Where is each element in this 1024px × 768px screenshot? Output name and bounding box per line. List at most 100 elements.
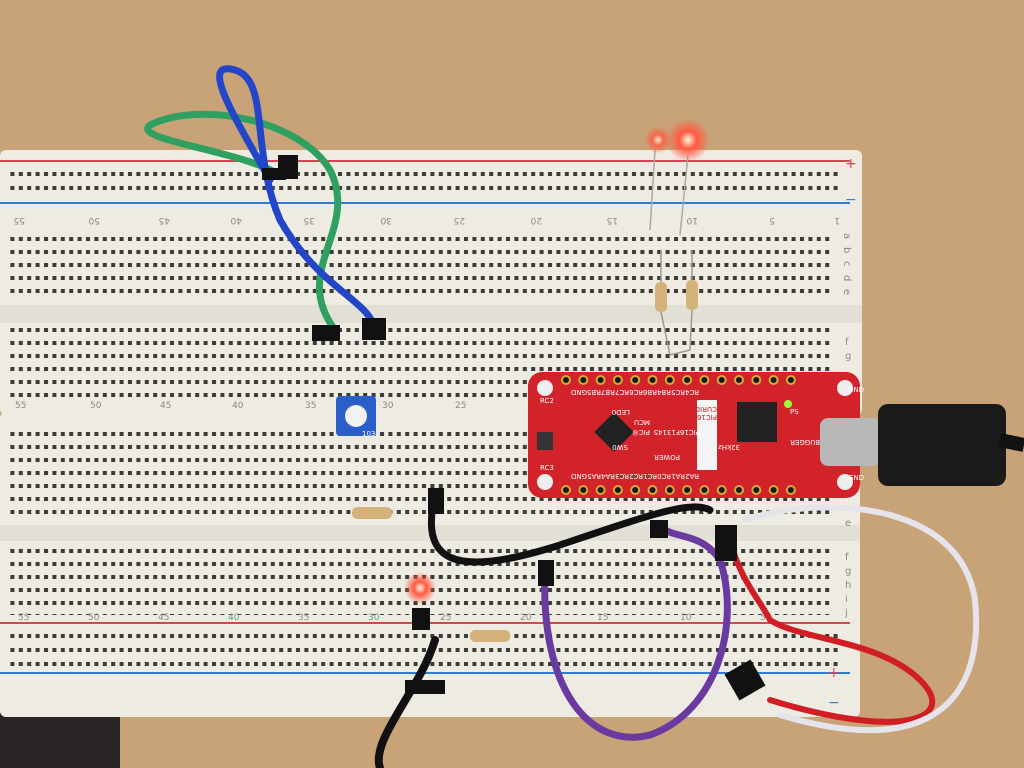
header-pin: [751, 375, 762, 385]
pin-label: RC7: [615, 388, 629, 396]
pin-label: RC0: [657, 472, 671, 480]
column-number: 45: [158, 613, 169, 623]
led0-label: LED0: [612, 408, 630, 416]
wire-green: [144, 110, 342, 334]
pin-label: RA1: [671, 472, 685, 480]
row-letter: g: [845, 351, 851, 362]
potentiometer[interactable]: 103: [336, 396, 376, 438]
header-pin: [682, 375, 693, 385]
column-number: 15: [597, 613, 608, 623]
header-pin: [785, 485, 796, 495]
column-number: 55: [18, 613, 29, 623]
led-red-glowing: [666, 118, 710, 162]
pin-label: RA4: [601, 472, 615, 480]
column-number: 5: [769, 215, 775, 225]
brand-label: PIC®: [632, 428, 650, 436]
column-number: 35: [298, 613, 309, 623]
header-pin: [785, 375, 796, 385]
header-pin: [768, 375, 779, 385]
side-label: RC3: [540, 464, 554, 472]
column-number: 45: [159, 215, 170, 225]
pin-label: RC3: [615, 472, 629, 480]
jumper-wires: [144, 65, 980, 768]
header-pin: [647, 485, 658, 495]
column-number: 40: [228, 613, 240, 623]
column-number: 50: [88, 215, 100, 225]
column-number: 45: [160, 401, 171, 411]
column-number: 10: [680, 613, 692, 623]
row-letter: f: [845, 552, 849, 563]
resistors: [352, 250, 698, 642]
resistor: [686, 280, 698, 310]
column-number: 25: [455, 401, 466, 411]
pin-label: RC5: [671, 388, 685, 396]
plus-label-bottom: +: [828, 665, 840, 681]
column-number: 30: [382, 401, 394, 411]
column-number: 5: [760, 613, 766, 623]
resistor: [470, 630, 510, 642]
side-label: GND: [848, 474, 864, 482]
pin-label: RC6: [629, 388, 643, 396]
pin-label: RC2: [629, 472, 643, 480]
sw0-button[interactable]: [537, 432, 553, 450]
column-number: 25: [454, 215, 465, 225]
crystal-label: 32kHz: [718, 443, 740, 451]
header-pin: [734, 485, 744, 495]
minus-label-bottom: −: [828, 695, 840, 711]
header-pin: [630, 485, 641, 495]
column-number: 30: [368, 613, 380, 623]
row-letter-e: e: [845, 518, 851, 529]
row-letter: f: [845, 337, 849, 348]
header-pin: [716, 375, 727, 385]
rail-positive-line: [0, 160, 850, 162]
led-red-bottom: [404, 572, 436, 604]
header-pin: [630, 375, 641, 385]
kit-title: PIC16F13145: [671, 413, 717, 421]
header-pin: [612, 375, 623, 385]
column-number: 40: [230, 215, 242, 225]
rail-negative-line: [0, 202, 850, 204]
header-pin: [578, 485, 589, 495]
column-number: 50: [90, 401, 102, 411]
header-pin: [664, 485, 675, 495]
wire-white: [742, 504, 980, 734]
usb-cable-connector: [878, 404, 1006, 486]
pin-label: GND: [571, 472, 587, 480]
header-pin: [561, 375, 571, 385]
header-pin: [682, 485, 693, 495]
wire-purple: [541, 521, 731, 741]
column-number: 1: [834, 215, 840, 225]
debugger-chip: [737, 402, 777, 442]
wire-red: [727, 537, 936, 725]
row-letter: j: [844, 608, 848, 619]
header-pin: [734, 375, 744, 385]
column-number: 15: [607, 215, 618, 225]
side-label: RC2: [540, 397, 554, 405]
wire-black-lower: [374, 636, 439, 768]
resistor: [352, 507, 392, 519]
sw0-label: SW0: [612, 443, 628, 451]
row-letter: d: [841, 275, 852, 281]
part-number: PIC16F13145: [654, 428, 700, 436]
pin-label: RB7: [601, 388, 615, 396]
power-label: POWER: [654, 453, 680, 461]
column-number: 30: [380, 215, 392, 225]
leds: [404, 118, 710, 604]
column-number: 25: [440, 613, 451, 623]
side-label: GND: [848, 386, 864, 394]
header-pin: [595, 375, 606, 385]
power-led: [784, 400, 792, 408]
terminal-holes-a-e: [10, 228, 830, 300]
pin-label: RC4: [685, 388, 699, 396]
header-pin: [664, 375, 675, 385]
debugger-label: DEBUGGER: [790, 438, 830, 446]
row-letter: a: [841, 233, 852, 239]
column-number: 20: [530, 215, 542, 225]
row-letter: e: [841, 289, 852, 295]
header-pin: [699, 375, 710, 385]
pin-label: RB5: [587, 388, 601, 396]
row-letter: c: [841, 261, 852, 267]
row-letter: h: [845, 580, 851, 591]
